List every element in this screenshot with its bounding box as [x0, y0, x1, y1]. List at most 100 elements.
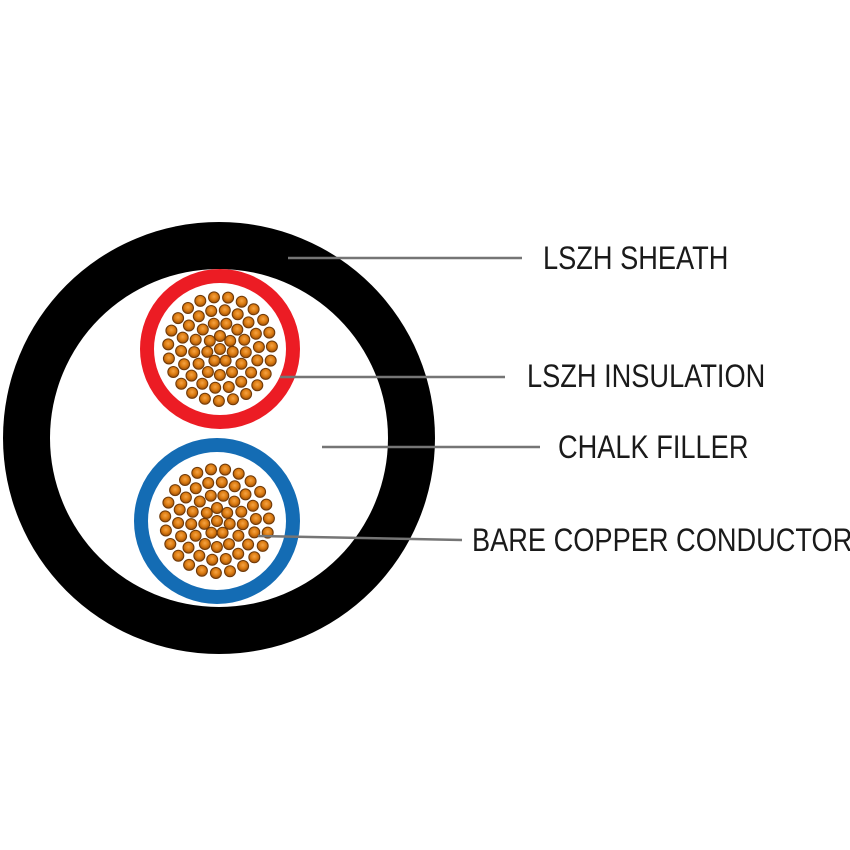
copper-strand [208, 354, 221, 367]
copper-strand [219, 354, 232, 367]
copper-strand [182, 541, 195, 554]
copper-strand [173, 503, 186, 516]
copper-strand [179, 491, 192, 504]
copper-strand [212, 395, 225, 407]
copper-strand [231, 323, 244, 336]
copper-strand [259, 367, 272, 380]
copper-strand [245, 366, 258, 379]
copper-strand [192, 310, 205, 323]
copper-strand [162, 338, 175, 351]
copper-strand [191, 466, 204, 479]
copper-strand [167, 366, 180, 378]
copper-strand [223, 517, 236, 530]
copper-strand [235, 375, 248, 388]
copper-strand [257, 313, 270, 326]
leader-lines [257, 256, 540, 542]
copper-strand [209, 381, 222, 394]
copper-strand [242, 538, 255, 551]
copper-strand [222, 291, 235, 304]
copper-strand [214, 330, 226, 342]
copper-strand [186, 505, 199, 518]
copper-strand [240, 388, 253, 400]
label-chalk-filler: CHALK FILLER [558, 429, 749, 465]
copper-strand [215, 476, 228, 489]
copper-strand [169, 484, 182, 497]
copper-strand [260, 498, 273, 511]
copper-strand [248, 551, 261, 564]
copper-strand [196, 323, 209, 336]
copper-strand [200, 506, 213, 519]
copper-strand [252, 341, 265, 353]
copper-strand [248, 526, 261, 539]
copper-strand [162, 352, 175, 365]
copper-strand [198, 538, 211, 550]
copper-strand [192, 357, 205, 370]
copper-strand [239, 488, 252, 501]
copper-strand [222, 381, 235, 393]
copper-strand [228, 480, 241, 493]
copper-strand [249, 327, 262, 340]
copper-strand [239, 346, 252, 359]
copper-strand [175, 345, 188, 357]
copper-strand [159, 510, 172, 523]
copper-strand [218, 304, 231, 317]
copper-strand [224, 334, 237, 347]
copper-strand [244, 475, 257, 488]
copper-strand [235, 295, 248, 308]
copper-strand [165, 324, 178, 337]
copper-strand [196, 377, 209, 390]
leader-line-conductor [257, 534, 463, 542]
copper-strand [159, 524, 172, 537]
copper-strand [204, 489, 217, 502]
copper-strand [172, 312, 185, 325]
copper-strand [193, 495, 206, 508]
copper-strand [251, 379, 264, 392]
copper-strand [186, 386, 199, 399]
copper-strand [202, 477, 215, 489]
copper-strand [216, 526, 229, 539]
copper-strand [219, 553, 232, 565]
copper-strand [175, 377, 188, 390]
copper-strand [203, 334, 216, 347]
copper-strand [182, 319, 195, 332]
copper-strand [256, 539, 269, 552]
copper-strand [194, 294, 207, 307]
copper-strand [232, 467, 245, 480]
copper-strand [178, 358, 191, 371]
copper-strand [188, 346, 201, 359]
label-bare-copper-conductor: BARE COPPER CONDUCTOR [472, 522, 850, 558]
copper-strand [182, 302, 194, 314]
copper-strand [207, 317, 220, 330]
copper-strand [219, 463, 232, 476]
copper-strand [214, 343, 226, 355]
copper-strand [193, 549, 206, 562]
copper-strand [217, 489, 230, 502]
copper-strand [189, 333, 202, 346]
copper-strand [251, 354, 264, 367]
copper-strand [237, 560, 250, 572]
copper-strand [238, 333, 251, 346]
copper-strand [201, 345, 214, 358]
copper-strand [164, 538, 177, 550]
copper-strand [262, 512, 275, 525]
copper-strand [223, 538, 235, 551]
copper-strand [232, 547, 245, 560]
copper-strand [189, 529, 202, 542]
copper-strand [176, 331, 189, 344]
copper-strand [265, 340, 278, 353]
copper-strand [235, 505, 248, 518]
core-red-insulated [140, 269, 300, 429]
copper-strand [246, 499, 259, 512]
copper-strand [242, 316, 255, 329]
copper-strand [264, 354, 277, 367]
copper-strand [211, 502, 223, 514]
copper-strand [254, 485, 267, 498]
copper-strand [198, 517, 211, 530]
copper-strand [226, 345, 239, 358]
copper-strand [198, 392, 211, 405]
copper-strand [172, 549, 185, 562]
copper-strand [172, 517, 185, 529]
copper-strand [213, 369, 226, 381]
